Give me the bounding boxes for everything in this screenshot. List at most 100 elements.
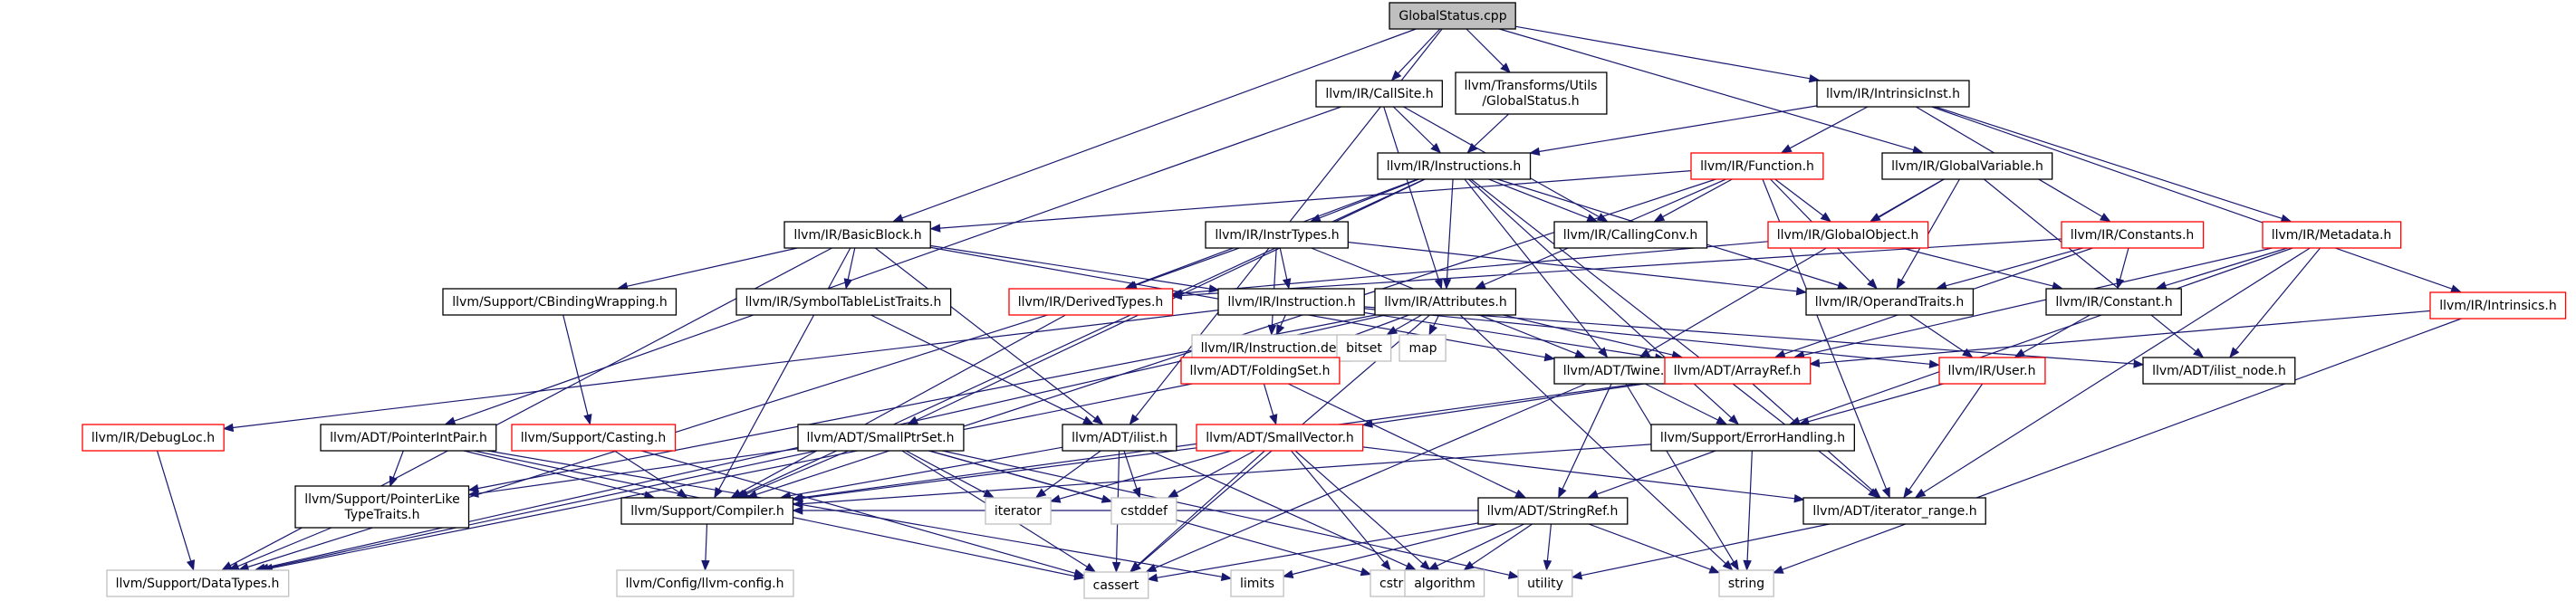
node-compiler[interactable]: llvm/Support/Compiler.h	[620, 497, 794, 525]
node-box	[1399, 334, 1447, 362]
edge-globalvariable-to-operandtraits	[1896, 178, 1961, 290]
edge-arrowhead	[1914, 488, 1927, 499]
edge-line	[1587, 522, 1711, 570]
edge-arrowhead	[1360, 568, 1372, 577]
edge-instruction-to-user	[1364, 308, 1940, 368]
node-box	[616, 569, 794, 597]
edge-smallvector-to-cstddef	[1167, 449, 1256, 499]
edge-line	[1803, 246, 2274, 356]
node-smallptrset[interactable]: llvm/ADT/SmallPtrSet.h	[797, 424, 965, 452]
node-intrinsicinst[interactable]: llvm/IR/IntrinsicInst.h	[1816, 80, 1970, 108]
edge-line	[1043, 450, 1102, 493]
node-map: map	[1399, 334, 1447, 362]
node-box	[1805, 288, 1975, 316]
node-function[interactable]: llvm/IR/Function.h	[1690, 152, 1824, 180]
node-box	[1816, 80, 1970, 108]
node-attributes[interactable]: llvm/IR/Attributes.h	[1374, 288, 1517, 316]
edge-compiler-to-llvmconfig	[701, 523, 710, 571]
node-twine[interactable]: llvm/ADT/Twine.h	[1553, 357, 1683, 385]
edge-layer	[156, 25, 2464, 582]
node-globalobject[interactable]: llvm/IR/GlobalObject.h	[1767, 221, 1929, 249]
node-user[interactable]: llvm/IR/User.h	[1938, 357, 2046, 385]
node-label: iterator	[995, 504, 1042, 519]
node-derivedtypes[interactable]: llvm/IR/DerivedTypes.h	[1008, 288, 1174, 316]
node-box	[1377, 152, 1532, 180]
edge-line	[1286, 382, 1518, 494]
node-metadata[interactable]: llvm/IR/Metadata.h	[2262, 221, 2402, 249]
node-box	[783, 221, 931, 249]
edge-arrowhead	[1962, 348, 1974, 358]
node-pointerintpair[interactable]: llvm/ADT/PointerIntPair.h	[320, 424, 497, 452]
node-datatypes: llvm/Support/DataTypes.h	[106, 569, 290, 597]
node-label: llvm/Support/DataTypes.h	[116, 577, 280, 591]
node-stringref[interactable]: llvm/ADT/StringRef.h	[1477, 497, 1629, 525]
edge-arrowhead	[1147, 573, 1158, 582]
node-smallvector[interactable]: llvm/ADT/SmallVector.h	[1196, 424, 1364, 452]
edge-arrowhead	[389, 475, 398, 488]
edge-root-to-basicblock	[892, 27, 1418, 223]
node-debugloc[interactable]: llvm/IR/DebugLoc.h	[82, 424, 225, 452]
node-arrayref[interactable]: llvm/ADT/ArrayRef.h	[1664, 357, 1812, 385]
edge-twine-to-errorhandling	[1643, 382, 1728, 425]
node-label: llvm/IR/BasicBlock.h	[793, 228, 921, 243]
node-box	[1374, 288, 1517, 316]
node-operandtraits[interactable]: llvm/IR/OperandTraits.h	[1805, 288, 1975, 316]
edge-arrowhead	[2155, 281, 2167, 290]
node-label: llvm/ADT/iterator_range.h	[1812, 504, 1976, 519]
edge-line	[1149, 449, 1408, 567]
edge-line	[1515, 25, 1811, 80]
node-callingconv[interactable]: llvm/IR/CallingConv.h	[1553, 221, 1708, 249]
edge-line	[1395, 313, 1423, 331]
node-constant[interactable]: llvm/IR/Constant.h	[2045, 288, 2182, 316]
edge-arrowhead	[1220, 572, 1233, 581]
edge-line	[1176, 449, 1256, 494]
edge-arrayref-to-smallvector	[1361, 380, 1665, 428]
edge-arrowhead	[1427, 561, 1439, 571]
edge-basicblock-to-compiler	[714, 247, 851, 499]
edge-arrowhead	[1267, 324, 1277, 336]
edge-line	[1983, 178, 2196, 352]
node-root: GlobalStatus.cpp	[1389, 2, 1516, 30]
node-label: llvm/Config/llvm-config.h	[626, 577, 784, 591]
node-symtabletraits[interactable]: llvm/IR/SymbolTableListTraits.h	[735, 288, 952, 316]
edge-cbinding-to-casting	[562, 314, 592, 425]
node-globalvariable[interactable]: llvm/IR/GlobalVariable.h	[1881, 152, 2053, 180]
edge-instructions-to-instrtypes	[1309, 177, 1421, 223]
node-box	[1477, 497, 1629, 525]
node-callsite[interactable]: llvm/IR/CallSite.h	[1315, 80, 1443, 108]
node-label: utility	[1527, 577, 1563, 591]
node-box	[2061, 221, 2205, 249]
edge-arrowhead	[1896, 277, 1906, 290]
edge-line	[1471, 523, 1533, 566]
node-iterator-range[interactable]: llvm/ADT/iterator_range.h	[1802, 497, 1986, 525]
node-transforms-gs[interactable]: llvm/Transforms/Utils/GlobalStatus.h	[1455, 72, 1608, 115]
edge-arrowhead	[467, 489, 479, 498]
node-box	[1205, 221, 1349, 249]
node-constants[interactable]: llvm/IR/Constants.h	[2061, 221, 2205, 249]
node-basicblock[interactable]: llvm/IR/BasicBlock.h	[783, 221, 931, 249]
edge-line	[1383, 106, 1439, 281]
node-list-node[interactable]: llvm/ADT/ilist_node.h	[2142, 357, 2296, 385]
node-instruction[interactable]: llvm/IR/Instruction.h	[1217, 288, 1365, 316]
node-foldingset[interactable]: llvm/ADT/FoldingSet.h	[1180, 357, 1341, 385]
edge-arrowhead	[1430, 142, 1442, 154]
edge-line	[1432, 314, 1440, 327]
edge-line	[1501, 313, 1673, 356]
edge-line	[1625, 383, 1735, 563]
edge-instrtypes-to-operandtraits	[1348, 242, 1808, 296]
edge-arrowhead	[701, 559, 710, 571]
node-instructions[interactable]: llvm/IR/Instructions.h	[1377, 152, 1532, 180]
node-label: llvm/IR/Function.h	[1700, 159, 1814, 174]
node-instrtypes[interactable]: llvm/IR/InstrTypes.h	[1205, 221, 1349, 249]
node-ilist[interactable]: llvm/ADT/ilist.h	[1062, 424, 1177, 452]
node-casting[interactable]: llvm/Support/Casting.h	[511, 424, 677, 452]
edge-arrowhead	[1795, 287, 1808, 296]
edge-arrowhead	[1574, 349, 1586, 358]
edge-basicblock-to-cbinding	[617, 246, 800, 291]
edge-line	[1946, 246, 2085, 287]
node-errorhandling[interactable]: llvm/Support/ErrorHandling.h	[1650, 424, 1855, 452]
node-intrinsics[interactable]: llvm/IR/Intrinsics.h	[2429, 291, 2567, 320]
edge-ilist-to-compiler	[780, 446, 1063, 501]
node-cbinding[interactable]: llvm/Support/CBindingWrapping.h	[442, 288, 678, 316]
